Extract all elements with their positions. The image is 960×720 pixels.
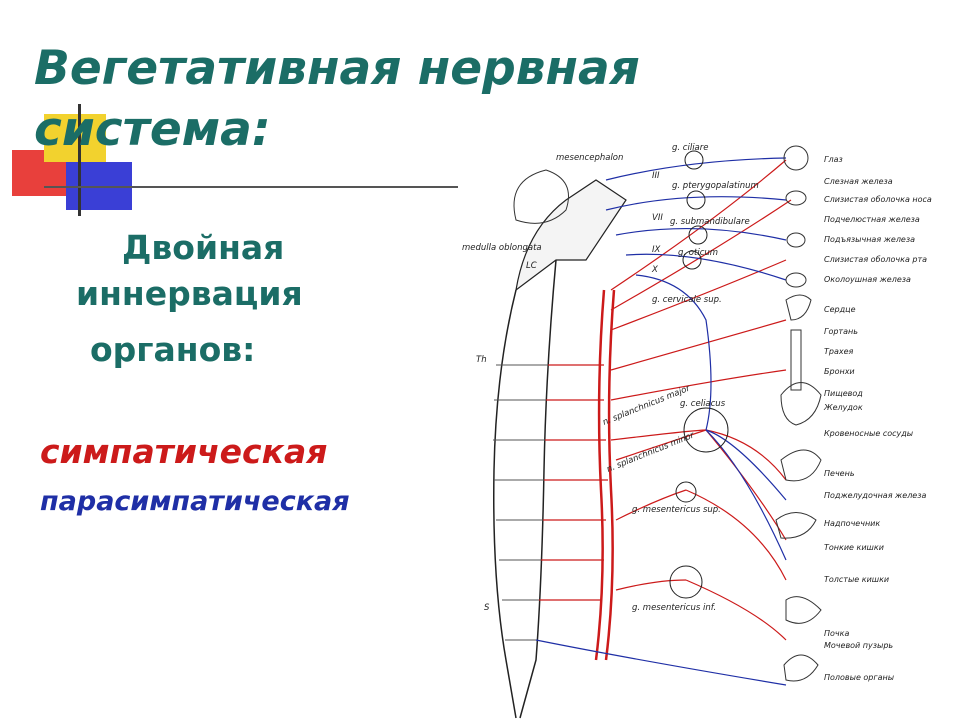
organ-label: Толстые кишки xyxy=(824,575,889,584)
ganglia xyxy=(669,150,729,599)
label-mesencephalon: mesencephalon xyxy=(556,153,623,163)
label-n-splanchnicus-minor: n. splanchnicus minor xyxy=(605,430,696,474)
organ-label: Сердце xyxy=(824,305,856,314)
label-g-submandibulare: g. submandibulare xyxy=(670,217,750,227)
organ-label: Гортань xyxy=(824,327,858,336)
sympathetic-trunk-right xyxy=(604,289,616,661)
subtitle-line-1: Двойная xyxy=(122,228,285,267)
label-g-mesentericus-sup: g. mesentericus sup. xyxy=(632,505,721,515)
subtitle-line-3: органов: xyxy=(90,330,256,369)
slide-title: Вегетативная нервная система: xyxy=(34,41,640,157)
label-g-mesentericus-inf: g. mesentericus inf. xyxy=(632,603,716,613)
legend-sympathetic: симпатическая xyxy=(40,432,328,471)
organ-label: Слизистая оболочка носа xyxy=(824,195,932,204)
organ-label: Подчелюстная железа xyxy=(824,215,920,224)
organ-label: Кровеносные сосуды xyxy=(824,429,913,438)
organ-label: Печень xyxy=(824,469,855,478)
subtitle-line-2: иннервация xyxy=(76,274,303,313)
label-medulla: medulla oblongata xyxy=(462,243,542,253)
label-vii: VII xyxy=(652,213,663,223)
spinal-cord xyxy=(493,259,557,719)
legend-parasympathetic: парасимпатическая xyxy=(40,486,350,517)
organ-label: Трахея xyxy=(824,347,854,356)
cerebellum xyxy=(513,169,569,224)
label-s: S xyxy=(484,603,490,613)
organ-label: Тонкие кишки xyxy=(824,543,884,552)
deco-yellow-square xyxy=(44,114,106,162)
organ-label: Слизистая оболочка рта xyxy=(824,255,927,264)
label-g-oticum: g. oticum xyxy=(678,248,718,258)
organ-label: Поджелудочная железа xyxy=(824,491,926,500)
organ-label: Подъязычная железа xyxy=(824,235,915,244)
label-ix: IX xyxy=(652,245,661,255)
organ-label: Мочевой пузырь xyxy=(824,641,893,650)
sympathetic-fibers xyxy=(539,159,792,641)
autonomic-innervation-diagram: mesencephalon medulla oblongata LC Th S … xyxy=(462,143,932,719)
organ-label: Пищевод xyxy=(824,389,863,398)
brain-stem xyxy=(515,179,627,292)
organ-label: Почка xyxy=(824,629,849,638)
deco-vertical-line xyxy=(78,104,81,216)
label-g-celiacus: g. celiacus xyxy=(680,399,726,409)
label-lc: LC xyxy=(526,261,537,271)
organ-label: Бронхи xyxy=(824,367,855,376)
label-iii: III xyxy=(652,171,660,181)
label-n-splanchnicus-major: n. splanchnicus major xyxy=(601,383,692,427)
organ-label: Половые органы xyxy=(824,673,894,682)
organ-label: Надпочечник xyxy=(824,519,880,528)
organ-label: Слезная железа xyxy=(824,177,893,186)
organ-label: Околоушная железа xyxy=(824,275,911,284)
organ-label: Желудок xyxy=(823,403,863,412)
organ-icons xyxy=(775,145,822,682)
deco-horizontal-line xyxy=(44,186,458,188)
label-g-pterygopalatinum: g. pterygopalatinum xyxy=(672,181,759,191)
organ-label: Глаз xyxy=(824,155,843,164)
label-x: X xyxy=(651,265,658,275)
label-g-cervicale: g. cervicale sup. xyxy=(652,295,722,305)
spinal-segments xyxy=(493,364,548,641)
sympathetic-trunk-left xyxy=(594,289,606,661)
label-g-ciliare: g. ciliare xyxy=(672,143,709,153)
label-th: Th xyxy=(476,355,487,365)
